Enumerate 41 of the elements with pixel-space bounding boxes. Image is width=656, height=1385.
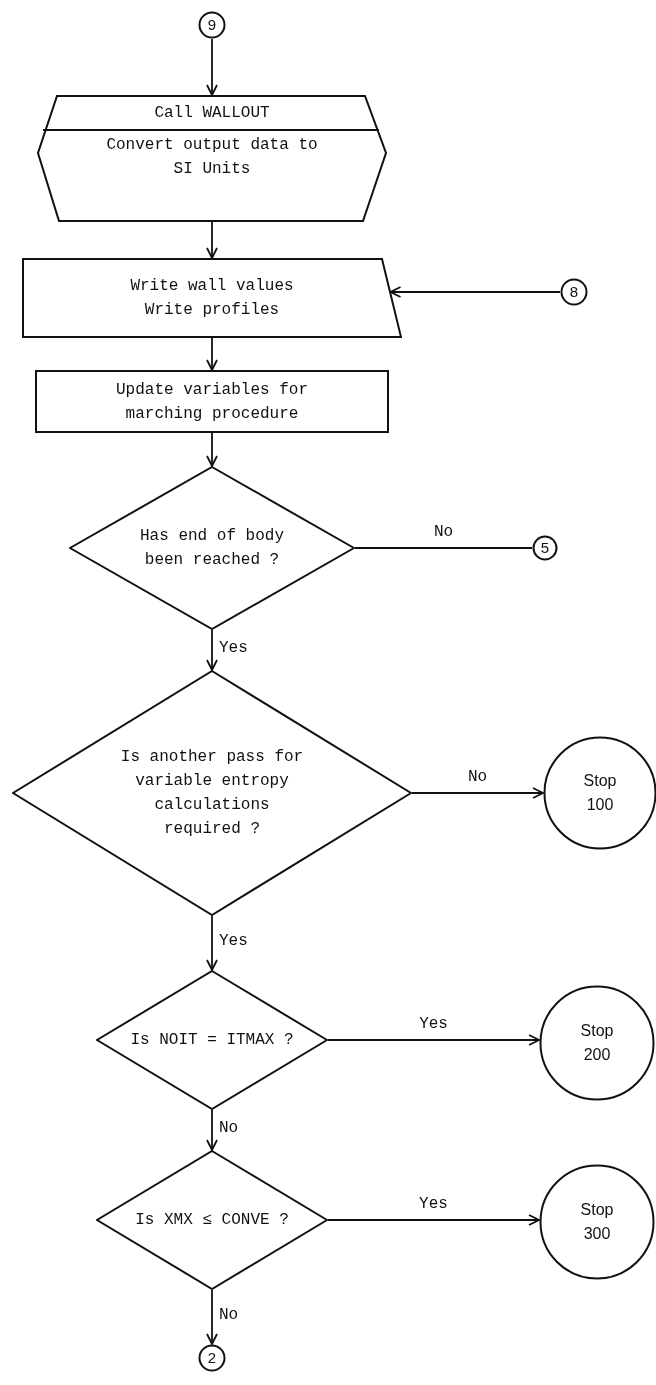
question-text: Is NOIT = ITMAX ? (129, 1030, 295, 1051)
preparation-box (37, 95, 387, 222)
connector-number: 9 (207, 17, 217, 33)
step-text: Stop 200 (579, 1021, 615, 1065)
decision-diamond (96, 1150, 328, 1290)
step-text: Update variables for marching procedure (115, 379, 309, 425)
connector-line (354, 547, 533, 549)
process-box (35, 370, 389, 433)
arrow (206, 38, 218, 96)
question-text: Is XMX ≤ CONVE ? (134, 1210, 290, 1231)
decision-diamond (12, 670, 412, 916)
arrow (206, 629, 218, 671)
arrow (411, 787, 544, 799)
decision-diamond (96, 970, 328, 1110)
connector-number: 5 (540, 540, 550, 556)
question-text: Is another pass for variable entropy calculations required ? (119, 747, 305, 840)
step-text: Stop 100 (582, 771, 618, 815)
data-box (22, 258, 402, 338)
arrow (206, 432, 218, 467)
connector-circle (198, 11, 226, 39)
terminal-circle (539, 1164, 655, 1280)
connector-circle (532, 535, 558, 561)
terminal-circle (539, 985, 655, 1101)
question-text: Has end of body been reached ? (139, 526, 285, 571)
connector-number: 2 (207, 1350, 217, 1366)
arrow (327, 1214, 540, 1226)
arrow (206, 1109, 218, 1151)
arrow (206, 1289, 218, 1345)
connector-number: 8 (569, 284, 579, 300)
arrow (389, 286, 561, 298)
decision-diamond (69, 466, 355, 630)
arrow (206, 221, 218, 259)
step-text: Stop 300 (579, 1200, 615, 1244)
connector-circle (560, 278, 588, 306)
connector-circle (198, 1344, 226, 1372)
step-text: Write wall values Write profiles (129, 276, 295, 321)
arrow (206, 337, 218, 371)
step-text: Convert output data to SI Units (105, 135, 319, 180)
arrow (327, 1034, 540, 1046)
subroutine-call-text: Call WALLOUT (154, 103, 270, 123)
arrow (206, 915, 218, 971)
